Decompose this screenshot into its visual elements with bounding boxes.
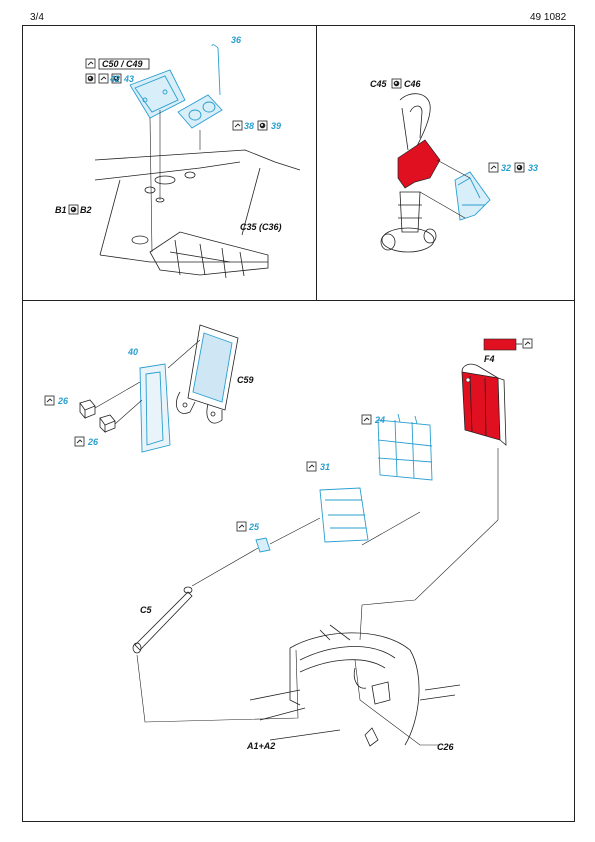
label-f4: F4	[484, 354, 495, 364]
label-c45: C45	[370, 79, 388, 89]
fold-icon	[306, 461, 317, 472]
panel3-drawing	[79, 324, 507, 747]
label-c26: C26	[437, 742, 455, 752]
fold-icon	[74, 436, 85, 447]
fold-icon	[361, 414, 372, 425]
part-32: 32	[501, 163, 511, 173]
part-33: 33	[528, 163, 538, 173]
part-24: 24	[374, 415, 385, 425]
fold-icon	[488, 162, 499, 173]
paint-icon	[257, 120, 268, 131]
fold-icon	[44, 395, 55, 406]
panel-bottom	[22, 300, 575, 822]
fold-icon	[98, 73, 109, 84]
paint-icon	[391, 78, 402, 89]
part-42: 42	[110, 74, 121, 84]
part-40: 40	[127, 347, 138, 357]
part-25: 25	[248, 522, 260, 532]
part-39: 39	[271, 121, 281, 131]
part-36: 36	[231, 35, 242, 45]
fold-icon	[85, 58, 96, 69]
part-26b: 26	[87, 437, 99, 447]
part-43: 43	[124, 74, 135, 84]
paint-icon	[514, 162, 525, 173]
parts-box	[98, 58, 150, 70]
label-b1: B1	[55, 205, 67, 215]
fold-icon	[232, 120, 243, 131]
label-c35: C35 (C36)	[240, 222, 282, 232]
panel2-drawing	[380, 93, 491, 253]
part-38: 38	[244, 121, 254, 131]
panel1-drawing	[94, 44, 301, 279]
label-c59: C59	[237, 375, 254, 385]
label-a1a2: A1+A2	[246, 741, 275, 751]
paint-icon	[68, 204, 79, 215]
label-c5: C5	[140, 605, 152, 615]
fold-icon	[236, 521, 247, 532]
label-b2: B2	[80, 205, 92, 215]
fold-icon	[522, 338, 533, 349]
kit-code: 49 1082	[530, 12, 567, 23]
page-number: 3/4	[30, 12, 44, 23]
part-31: 31	[320, 462, 330, 472]
paint-icon	[85, 73, 96, 84]
part-26a: 26	[57, 396, 69, 406]
red-swatch	[483, 338, 517, 351]
label-c50-c49: C50 / C49	[102, 59, 143, 69]
label-c46: C46	[404, 79, 422, 89]
